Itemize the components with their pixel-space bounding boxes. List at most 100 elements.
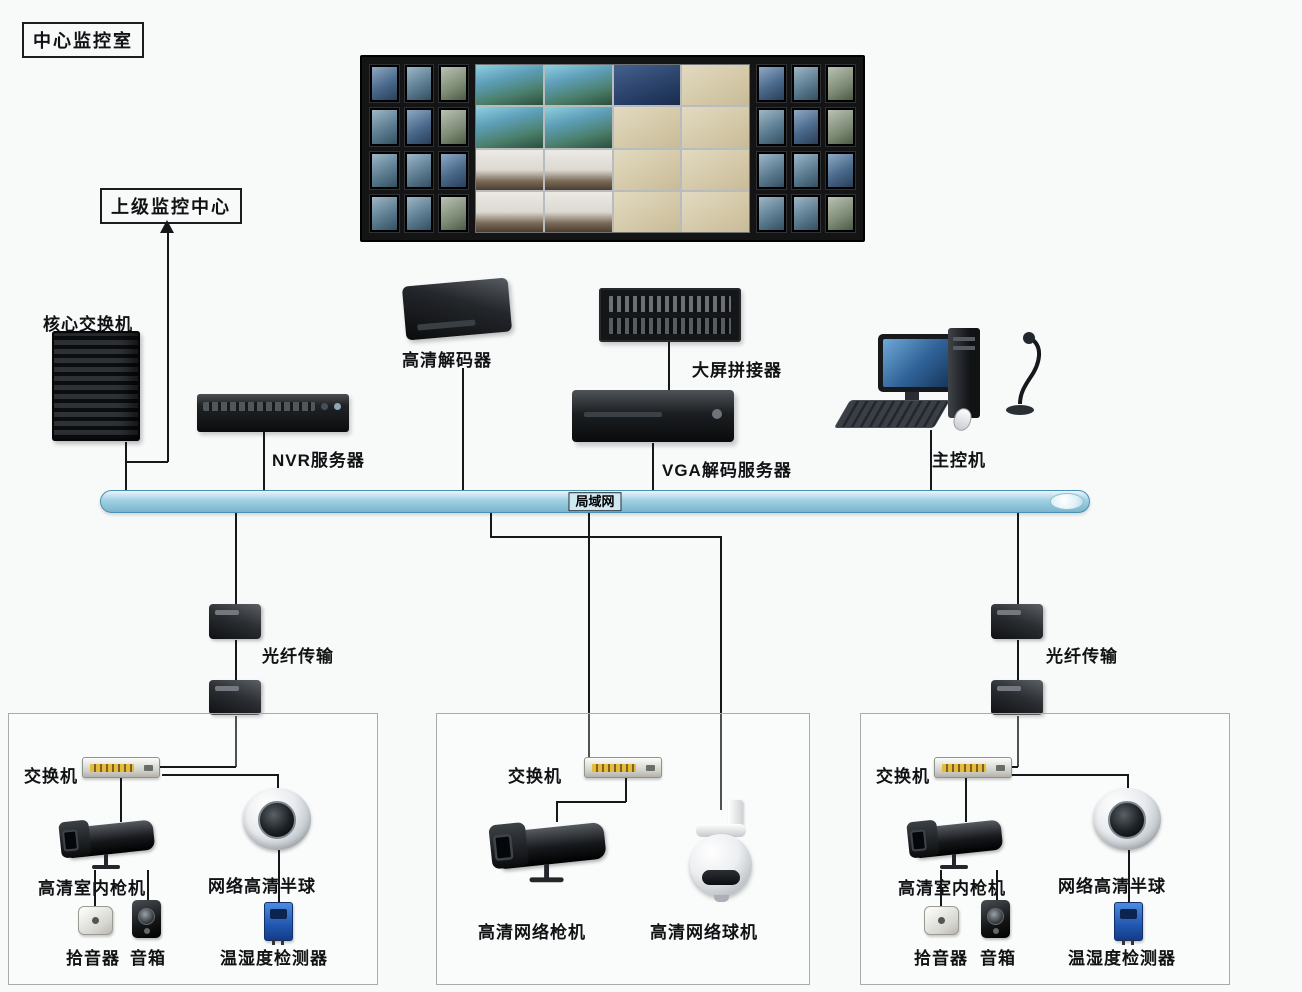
left-speaker-label: 音箱 bbox=[130, 949, 166, 968]
video-wall-screen-map bbox=[682, 191, 749, 232]
dome-lens bbox=[1108, 801, 1146, 840]
mini-screen-image bbox=[406, 110, 432, 144]
middle-bullet-camera bbox=[488, 820, 610, 891]
left-dome-camera bbox=[243, 788, 311, 850]
mini-screen-image bbox=[406, 67, 432, 101]
video-wall-mini-screen bbox=[825, 193, 856, 233]
connector-uplink bbox=[167, 232, 169, 462]
connector-mid-switch-bullet bbox=[556, 801, 626, 803]
video-wall-screen-city bbox=[544, 65, 612, 106]
connector-fiber-left-switch bbox=[235, 716, 237, 767]
video-wall-mini-screen bbox=[825, 64, 856, 104]
video-wall-screen-city bbox=[476, 65, 543, 106]
mini-screen-image bbox=[441, 196, 466, 230]
connector-core-uplink bbox=[125, 461, 168, 463]
right-sensor-device bbox=[1114, 902, 1143, 945]
connector-decoder-bus bbox=[462, 368, 464, 492]
vga-server-device bbox=[572, 390, 734, 442]
left-pickup-label: 拾音器 bbox=[66, 949, 120, 968]
mini-screen-image bbox=[828, 110, 853, 144]
middle-ptz-camera bbox=[682, 800, 762, 910]
left-sensor-label: 温湿度检测器 bbox=[220, 949, 328, 968]
mini-screen-image bbox=[793, 153, 819, 187]
video-wall-screen-temple bbox=[544, 191, 612, 232]
connector-core-bus bbox=[125, 442, 127, 492]
video-wall-screen-map bbox=[613, 107, 681, 148]
right-switch-label: 交换机 bbox=[876, 767, 930, 786]
uplink-arrow-head bbox=[160, 220, 174, 233]
console-screen bbox=[883, 339, 949, 387]
connector-bus-mid-switch bbox=[588, 513, 590, 757]
connector-right-dome bbox=[1127, 774, 1129, 790]
dome-lens bbox=[258, 801, 296, 840]
connector-left-switch-bullet bbox=[120, 778, 122, 822]
ptz-mount-post bbox=[728, 800, 743, 830]
video-wall bbox=[360, 55, 865, 242]
right-pickup-device bbox=[924, 906, 959, 935]
connector-right-pickup bbox=[940, 870, 942, 906]
connector-left-fiber-switch bbox=[160, 766, 236, 768]
fiber-transceiver-left-1 bbox=[209, 604, 261, 639]
ptz-sphere bbox=[690, 834, 752, 896]
left-switch-device bbox=[82, 757, 160, 778]
connector-fiber-right bbox=[1017, 640, 1019, 680]
video-wall-mini-screen bbox=[825, 150, 856, 190]
connector-mid-switch-down bbox=[625, 778, 627, 802]
ptz-mount-arm bbox=[696, 824, 746, 837]
right-speaker-device bbox=[981, 900, 1010, 938]
mini-screen-image bbox=[759, 153, 784, 187]
connector-splicer-vga bbox=[668, 342, 670, 390]
connector-left-sensor bbox=[278, 850, 280, 902]
video-wall-screen-temple bbox=[476, 149, 543, 190]
core-switch-device bbox=[52, 331, 140, 441]
left-switch-label: 交换机 bbox=[24, 767, 78, 786]
mini-screen-image bbox=[759, 196, 784, 230]
microphone-icon bbox=[1006, 332, 1041, 415]
fiber-transceiver-right-2 bbox=[991, 680, 1043, 715]
mini-screen-image bbox=[372, 196, 397, 230]
middle-bullet-label: 高清网络枪机 bbox=[478, 923, 586, 942]
left-speaker-device bbox=[132, 900, 161, 938]
video-wall-center-grid bbox=[475, 64, 750, 233]
mini-screen-image bbox=[793, 67, 819, 101]
connector-right-fiber-switch bbox=[1008, 766, 1018, 768]
connector-left-switch-dome bbox=[162, 774, 277, 776]
video-wall-mini-screen bbox=[403, 193, 435, 233]
connector-right-speaker bbox=[996, 870, 998, 900]
connector-vga-bus bbox=[652, 443, 654, 492]
connector-mid-horizontal bbox=[490, 536, 720, 538]
connector-right-switch-bullet bbox=[965, 778, 967, 822]
mini-screen-image bbox=[828, 196, 853, 230]
camera-lens bbox=[61, 829, 80, 852]
connector-left-speaker bbox=[147, 870, 149, 900]
lan-label: 局域网 bbox=[568, 491, 622, 512]
right-pickup-label: 拾音器 bbox=[914, 949, 968, 968]
video-wall-left-grid bbox=[369, 64, 469, 233]
video-wall-mini-screen bbox=[369, 64, 400, 104]
video-wall-mini-screen bbox=[756, 64, 787, 104]
left-dome-label: 网络高清半球 bbox=[208, 877, 316, 896]
camera-base bbox=[92, 865, 120, 869]
hd-decoder-label: 高清解码器 bbox=[402, 351, 492, 370]
main-console-label: 主控机 bbox=[932, 451, 986, 470]
camera-lens bbox=[492, 833, 514, 862]
video-wall-screen-mapdark bbox=[613, 65, 681, 106]
video-wall-mini-screen bbox=[825, 107, 856, 147]
connector-console-bus bbox=[930, 430, 932, 492]
video-wall-mini-screen bbox=[369, 150, 400, 190]
splicer-label: 大屏拼接器 bbox=[692, 361, 782, 380]
left-bullet-camera bbox=[58, 818, 158, 876]
video-wall-mini-screen bbox=[790, 150, 822, 190]
camera-foot bbox=[952, 854, 956, 866]
ptz-lens-window bbox=[702, 870, 740, 885]
mini-screen-image bbox=[441, 153, 466, 187]
camera-foot bbox=[544, 863, 549, 879]
middle-ptz-label: 高清网络球机 bbox=[650, 923, 758, 942]
left-pickup-device bbox=[78, 906, 113, 935]
lan-bus: 局域网 bbox=[100, 490, 1090, 513]
upper-center-box: 上级监控中心 bbox=[100, 188, 242, 224]
left-sensor-device bbox=[264, 902, 293, 945]
camera-lens bbox=[909, 829, 928, 852]
nvr-label: NVR服务器 bbox=[272, 451, 365, 470]
mini-screen-image bbox=[406, 153, 432, 187]
